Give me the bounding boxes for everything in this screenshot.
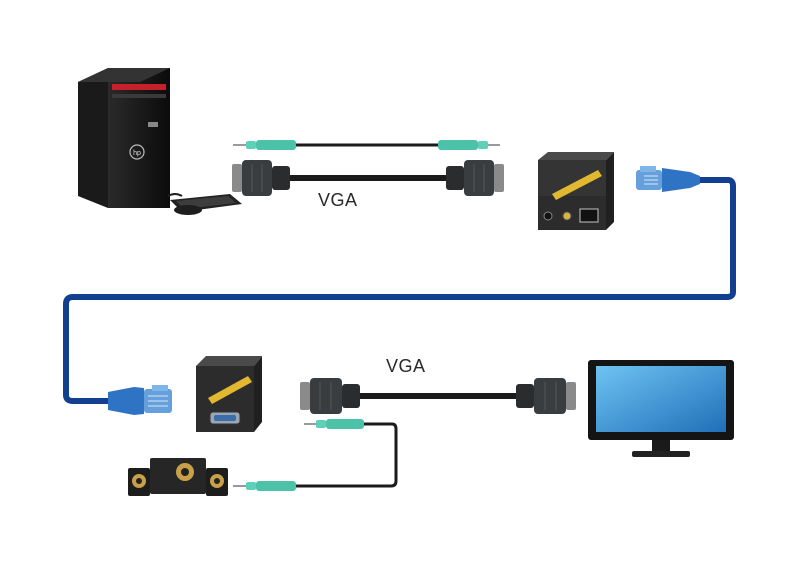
vga-connector-icon xyxy=(446,160,504,196)
vga-label-bottom: VGA xyxy=(386,356,426,376)
vga-extender-transmitter-icon xyxy=(538,152,614,230)
audio-cable-bottom xyxy=(233,419,398,491)
rj45-connector-icon xyxy=(636,166,700,192)
cat5-cable xyxy=(63,177,736,404)
vga-cable-top xyxy=(232,160,504,196)
vga-connector-icon xyxy=(516,378,576,414)
audio-cable-top xyxy=(233,140,500,150)
audio-jack-icon xyxy=(438,140,500,150)
vga-connector-icon xyxy=(232,160,290,196)
rj45-connector-icon xyxy=(108,385,172,415)
desktop-pc-icon: hp xyxy=(78,68,170,208)
vga-extender-receiver-icon xyxy=(196,356,262,432)
audio-jack-icon xyxy=(233,140,296,150)
monitor-icon xyxy=(588,360,734,457)
vga-label-top: VGA xyxy=(318,190,358,210)
vga-cable-bottom xyxy=(300,378,576,414)
audio-jack-icon xyxy=(233,481,296,491)
speakers-icon xyxy=(128,458,228,496)
audio-jack-icon xyxy=(304,419,364,429)
svg-text:hp: hp xyxy=(133,150,141,157)
vga-connector-icon xyxy=(300,378,360,414)
mouse-icon xyxy=(174,205,202,215)
